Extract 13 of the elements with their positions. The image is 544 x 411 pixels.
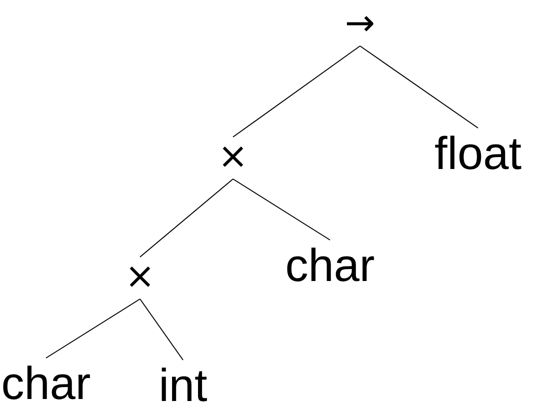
- tree-node-label: char: [1, 360, 91, 406]
- tree-node-label: ×: [218, 139, 248, 175]
- tree-branch-line: [360, 46, 478, 128]
- tree-node-label: ×: [124, 259, 156, 295]
- tree-node-label: →: [344, 6, 376, 42]
- tree-node-label: float: [434, 130, 522, 176]
- tree-branch-line: [140, 178, 234, 258]
- tree-node-label: int: [158, 362, 208, 408]
- tree-branch-line: [232, 178, 330, 240]
- tree-node-label: char: [285, 242, 375, 288]
- tree-branch-line: [46, 298, 140, 358]
- tree-branch-line: [232, 46, 360, 138]
- tree-branch-line: [140, 298, 184, 360]
